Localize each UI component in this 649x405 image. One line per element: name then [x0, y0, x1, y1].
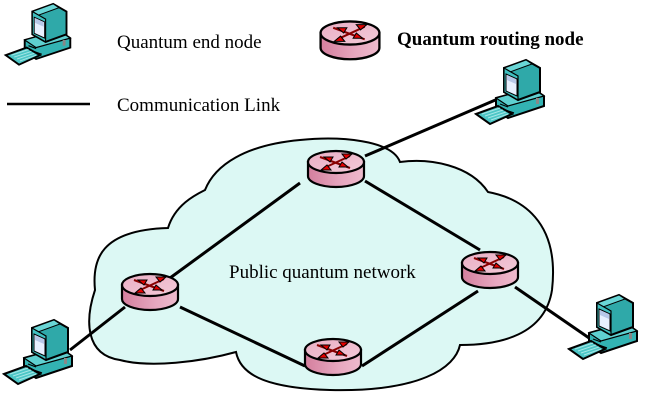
- end-node-bottom-left: [3, 319, 73, 385]
- end-node-top-right: [475, 59, 545, 125]
- link-router-top-to-router-left: [169, 181, 301, 280]
- link-router-top-to-router-right: [364, 179, 481, 252]
- public-network-cloud: [88, 137, 555, 392]
- communication-links: [69, 96, 593, 368]
- router-bottom: [303, 337, 363, 377]
- legend-link-label: Communication Link: [117, 95, 281, 116]
- router-top: [306, 149, 366, 189]
- network-label: Public quantum network: [229, 262, 416, 283]
- end-node-bottom-right: [568, 294, 638, 360]
- legend-routing-node-icon: [319, 20, 381, 61]
- legend: Quantum end node Quantum routing node Co…: [4, 2, 584, 116]
- link-router-bottom-to-router-right: [361, 289, 479, 368]
- router-right: [460, 250, 520, 290]
- legend-routing-node-label: Quantum routing node: [397, 29, 584, 50]
- legend-end-node-icon: [4, 2, 72, 66]
- link-router-right-to-end-node-bottom-right: [514, 285, 593, 342]
- link-router-top-to-end-node-top-right: [364, 96, 501, 158]
- legend-end-node-label: Quantum end node: [117, 32, 262, 53]
- link-router-left-to-router-bottom: [179, 305, 306, 368]
- router-left: [120, 272, 180, 312]
- link-router-left-to-end-node-bottom-left: [69, 305, 126, 352]
